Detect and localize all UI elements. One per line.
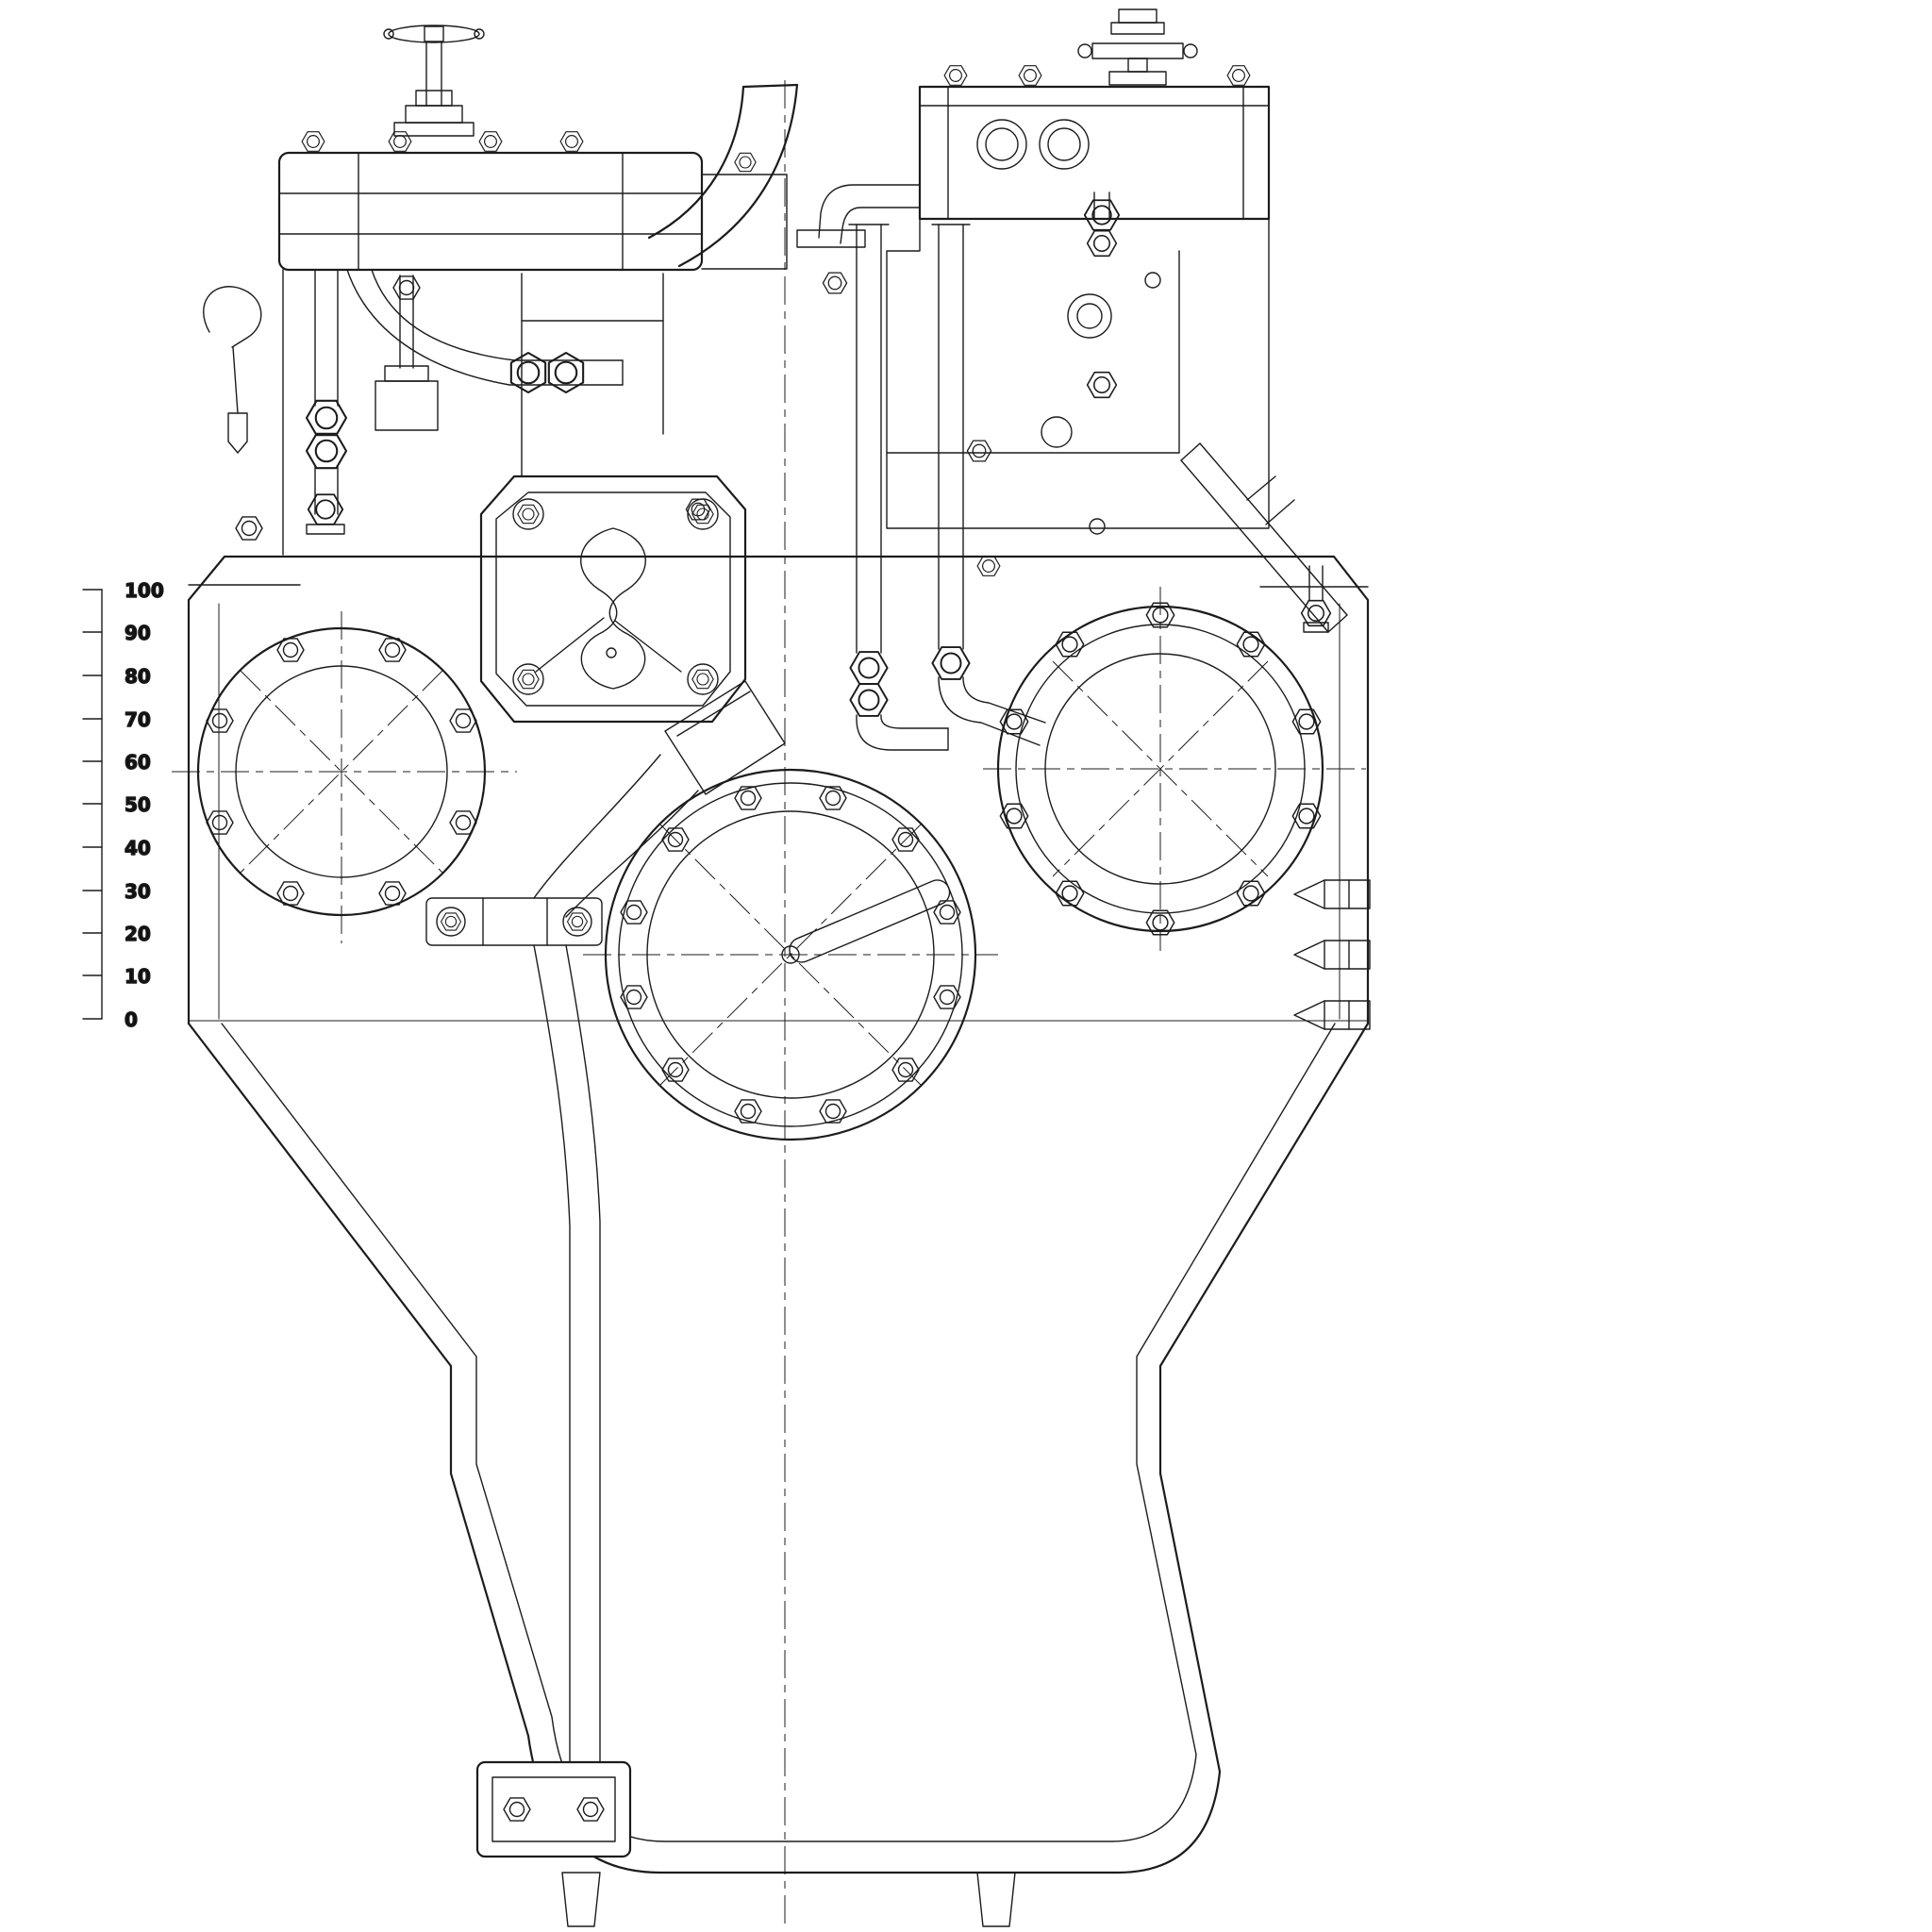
drain-plugs (1293, 879, 1371, 1030)
scale-label: 50 (125, 793, 151, 816)
long-down-pipe (533, 944, 601, 1763)
centerlines (172, 80, 1366, 1929)
bottom-mounting-bracket (475, 1760, 632, 1858)
left-inspection-flange (196, 626, 487, 917)
scale-label: 100 (125, 579, 164, 602)
dipstick-lever (781, 879, 951, 964)
scale-label: 60 (125, 751, 151, 774)
scale-label: 0 (125, 1008, 138, 1031)
curved-down-pipe (533, 754, 699, 918)
funnel-connector (664, 680, 786, 795)
box-elbow-pipe (796, 184, 921, 248)
right-bearing-flange (996, 602, 1324, 936)
top-left-housing (277, 131, 788, 556)
scale-label: 10 (125, 965, 151, 988)
center-main-flange (604, 768, 977, 1141)
pipe-clamp (425, 897, 603, 946)
stud-bolt (1300, 565, 1332, 633)
handwheel-valve (383, 25, 485, 137)
top-center-pipe (647, 83, 799, 268)
scale-label: 20 (125, 923, 151, 945)
top-right-valve (1077, 8, 1198, 86)
scale-ruler: 100 90 80 70 60 50 40 30 20 10 0 (82, 578, 164, 1032)
breather-hook-pipe (203, 286, 262, 454)
scale-label: 90 (125, 622, 151, 644)
scale-label: 40 (125, 837, 151, 859)
scale-label: 30 (125, 880, 151, 903)
vertical-pipe-a (848, 224, 949, 751)
main-housing-outline (187, 555, 1370, 1927)
vertical-pipe-b (931, 224, 1046, 746)
scale-label: 80 (125, 665, 151, 688)
sweep-feed-pipe (346, 269, 624, 394)
plunger-valve (375, 275, 439, 431)
left-drop-pipe (305, 269, 348, 515)
right-diagonal-pipe (1180, 442, 1348, 633)
scale-label: 70 (125, 708, 151, 731)
mid-housing-detail (235, 272, 1001, 576)
center-cover-plate (479, 475, 747, 724)
right-upper-housing (886, 192, 1270, 535)
